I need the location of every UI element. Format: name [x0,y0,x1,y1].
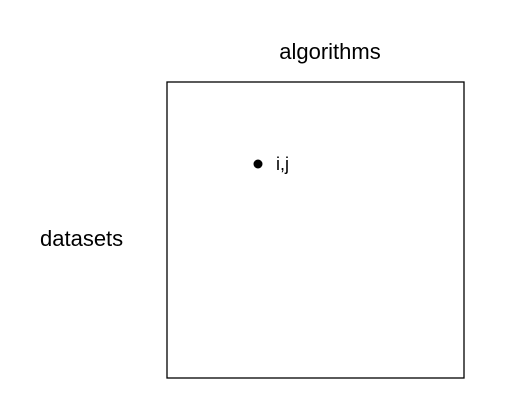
cell-point [253,159,263,169]
row-axis-label: datasets [40,226,123,251]
cell-point-label: i,j [276,154,289,174]
column-axis-label: algorithms [279,39,380,64]
matrix-frame [166,81,465,379]
